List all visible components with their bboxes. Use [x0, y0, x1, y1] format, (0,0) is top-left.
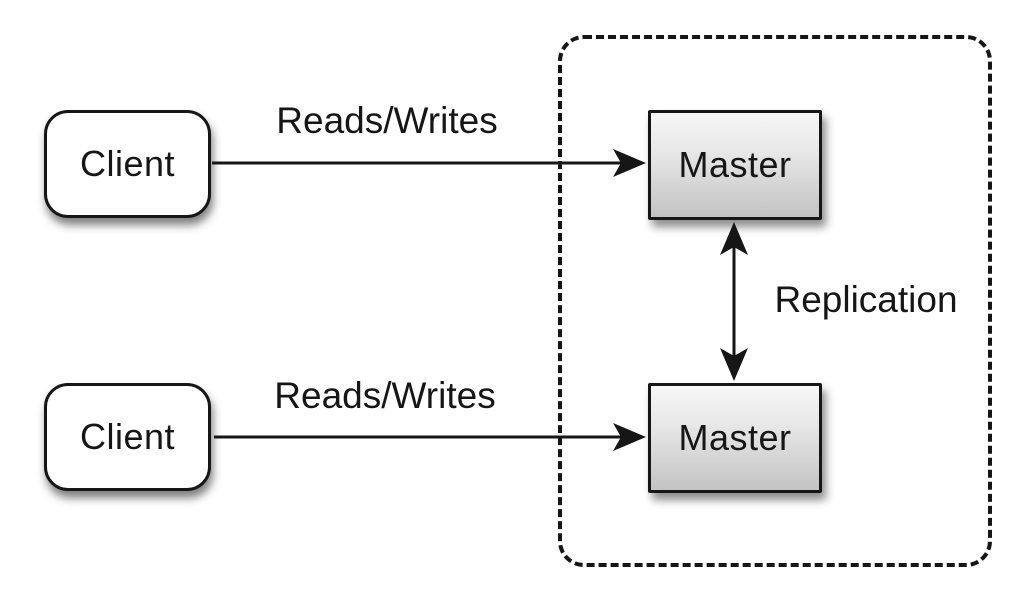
client-node-top-label: Client	[79, 143, 176, 184]
client-node-bottom: Client	[44, 383, 211, 491]
master-node-top: Master	[648, 110, 822, 220]
master-node-top-label: Master	[678, 144, 792, 185]
replication-label: Replication	[774, 279, 958, 320]
master-node-bottom: Master	[648, 383, 822, 493]
reads-writes-label-top: Reads/Writes	[276, 100, 498, 141]
reads-writes-label-bottom: Reads/Writes	[274, 375, 496, 416]
client-node-bottom-label: Client	[79, 416, 176, 457]
master-node-bottom-label: Master	[678, 417, 792, 458]
client-node-top: Client	[44, 110, 211, 218]
replication-cluster-boundary	[558, 35, 992, 567]
